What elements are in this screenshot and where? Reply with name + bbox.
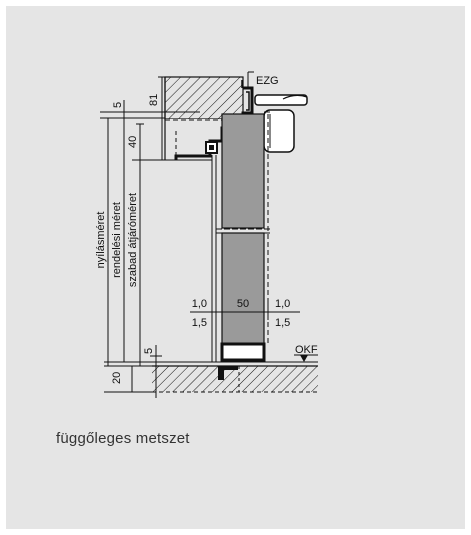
top-strip	[0, 0, 471, 6]
right-gap-bottom-label: 1,5	[275, 317, 290, 329]
right-gap-top-label: 1,0	[275, 298, 290, 310]
opening-size-label: nyílásméret	[95, 212, 107, 269]
left-gap-bottom-label: 1,5	[192, 317, 207, 329]
dim-5-bottom-label: 5	[143, 348, 155, 354]
gap-dimension-lines	[190, 300, 300, 320]
dim-81-label: 81	[148, 94, 160, 106]
order-size-label: rendelési méret	[111, 202, 123, 278]
dim-5-top-label: 5	[112, 102, 124, 108]
dimension-lines	[100, 76, 222, 398]
ezg-marker: EZG	[241, 71, 279, 88]
diagram-caption: függőleges metszet	[56, 430, 190, 447]
left-gap-top-label: 1,0	[192, 298, 207, 310]
ezg-label: EZG	[256, 75, 279, 87]
dim-20-label: 20	[111, 372, 123, 384]
door-leaf	[211, 113, 270, 362]
dim-40-label: 40	[127, 136, 139, 148]
floor-slab	[152, 361, 318, 393]
clear-passage-label: szabad átjáróméret	[127, 193, 139, 287]
leaf-width-label: 50	[237, 298, 249, 310]
okf-label: OKF	[295, 344, 318, 356]
okf-marker: OKF	[294, 344, 318, 362]
